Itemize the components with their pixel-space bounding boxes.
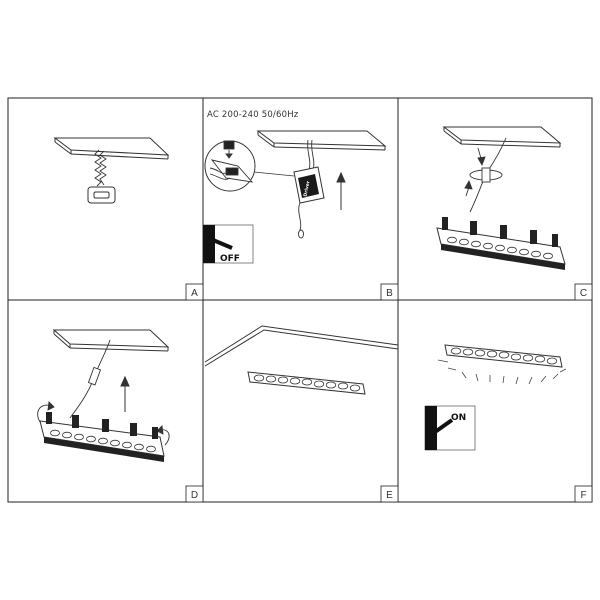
downlight-fixture-c [436, 217, 566, 270]
connection-detail-circle [204, 140, 295, 192]
panel-label-a: A [191, 288, 198, 299]
up-arrow-icon [120, 375, 130, 412]
panel-label-c-box: C [574, 283, 593, 301]
panel-label-a-box: A [185, 283, 204, 301]
panel-b: AC 200-240 50/60Hz Driver [202, 110, 387, 264]
driver-label: Driver [302, 180, 311, 197]
panel-label-d: D [191, 490, 198, 501]
panel-label-b: B [386, 288, 393, 299]
ceiling-board-c [442, 126, 562, 148]
panel-label-f: F [580, 490, 586, 501]
ceiling-board-d [52, 329, 170, 352]
cutout-hole-icon [87, 186, 116, 204]
ceiling-board-b [256, 130, 387, 151]
downlight-lit-f [444, 344, 563, 368]
ceiling-corner-e [204, 325, 399, 367]
panel-label-f-box: F [574, 485, 593, 503]
light-rays-icon [437, 359, 567, 385]
downlight-installed-e [247, 371, 366, 395]
downlight-fixture-d [39, 412, 165, 462]
up-arrow-icon [336, 171, 346, 210]
panel-label-d-box: D [185, 485, 204, 503]
panel-a [53, 137, 170, 204]
rotate-arrow-icon [464, 147, 503, 197]
panel-label-c: C [580, 288, 587, 299]
wire-connector-icon [209, 140, 254, 183]
panel-labels: A B C D E F [185, 283, 593, 503]
spring-clip-icon [37, 401, 170, 446]
panel-label-b-box: B [380, 283, 399, 301]
ceiling-board-a [53, 137, 170, 160]
panel-f: ON [424, 344, 567, 451]
output-cable [298, 202, 304, 239]
panel-label-e-box: E [380, 485, 399, 503]
switch-on-text: ON [451, 413, 466, 423]
driver-box: Driver [293, 166, 325, 204]
supply-voltage-label: AC 200-240 50/60Hz [207, 110, 299, 120]
switch-on-icon: ON [424, 405, 476, 451]
cable-d [69, 339, 111, 419]
switch-off-icon: OFF [202, 224, 254, 264]
panel-c [436, 126, 566, 270]
panel-label-e: E [386, 490, 393, 501]
switch-off-text: OFF [220, 254, 240, 264]
saw-icon [94, 149, 107, 187]
panel-d [37, 329, 170, 462]
panel-e [204, 325, 399, 395]
